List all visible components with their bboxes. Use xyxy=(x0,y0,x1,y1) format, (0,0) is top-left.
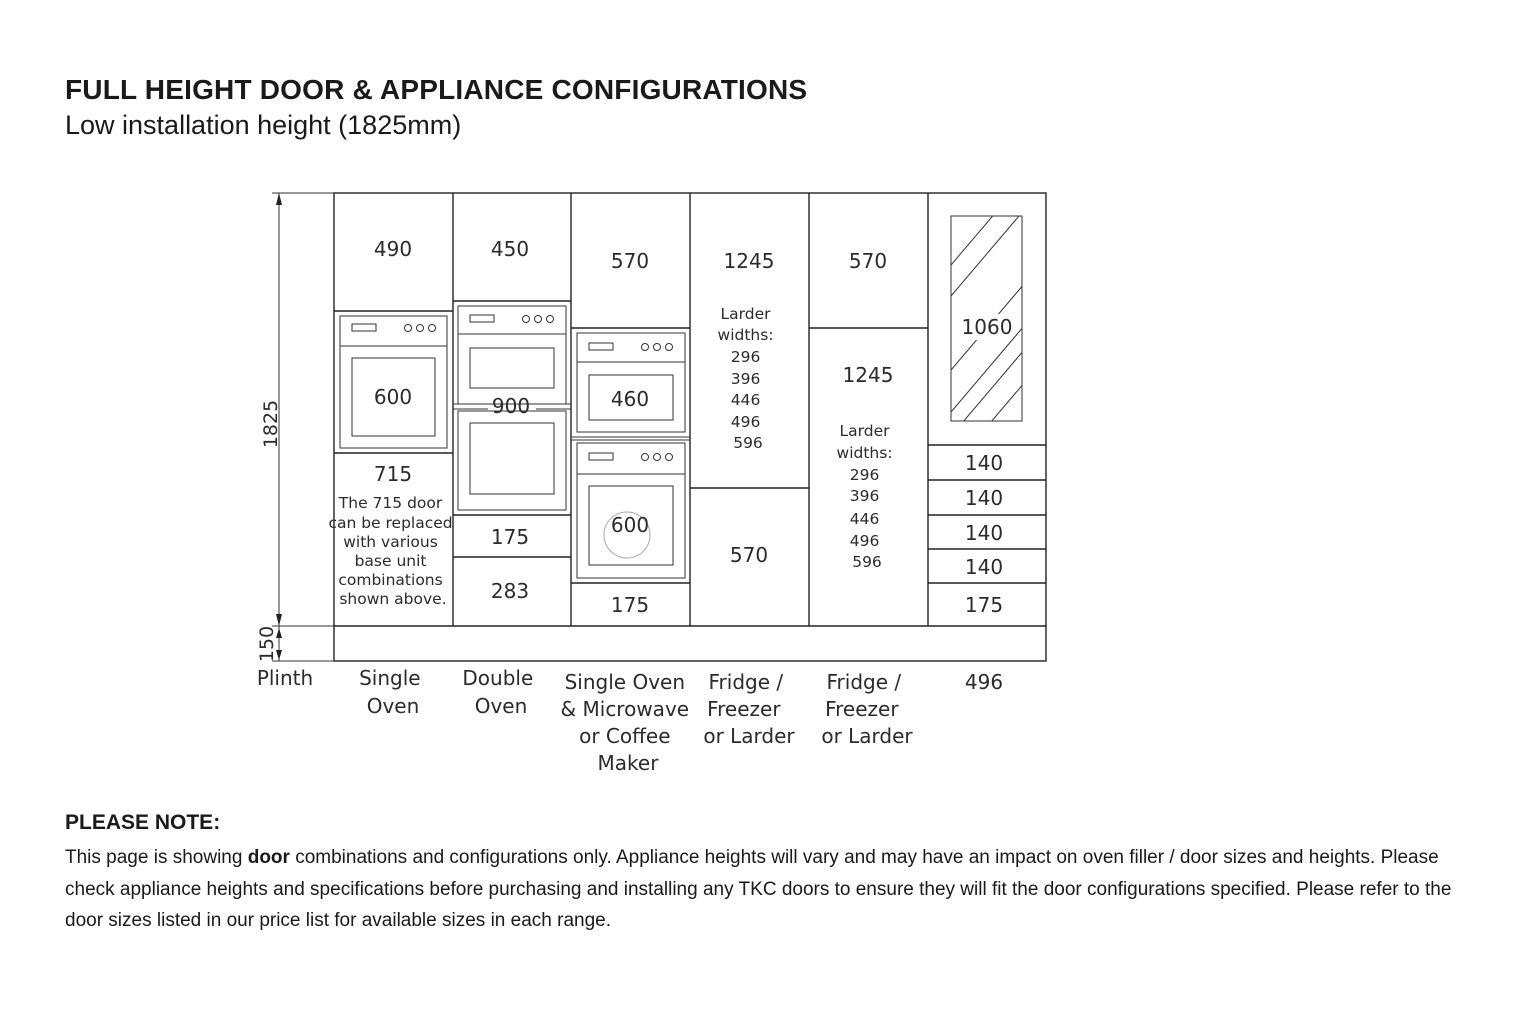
microwave-label: Single Oven & Microwave or Coffee Maker xyxy=(561,670,696,775)
column-single-oven-microwave xyxy=(571,327,690,584)
fridge2-larder-widths: Larder widths: 296 396 446 496 596 xyxy=(837,422,898,571)
fridge2-label: Fridge / Freezer or Larder xyxy=(821,670,913,748)
column-single-oven xyxy=(334,310,453,454)
glass-door-size: 1060 xyxy=(962,315,1013,339)
fridge1-label: Fridge / Freezer or Larder xyxy=(703,670,795,748)
single-oven-oven-size: 600 xyxy=(374,385,412,409)
column-496 xyxy=(928,215,1046,584)
single-oven-label: Single Oven xyxy=(359,666,427,718)
single-oven-top-size: 490 xyxy=(374,237,412,261)
microwave-oven-size: 600 xyxy=(611,513,649,537)
column-double-oven xyxy=(453,300,571,558)
note-text-start: This page is showing xyxy=(65,847,248,868)
microwave-size: 460 xyxy=(611,387,649,411)
microwave-bottom-size: 175 xyxy=(611,593,649,617)
page-title: FULL HEIGHT DOOR & APPLIANCE CONFIGURATI… xyxy=(65,74,808,105)
double-oven-top-size: 450 xyxy=(491,237,529,261)
note-text-bold: door xyxy=(247,847,290,868)
note-text-end: combinations and configurations only. Ap… xyxy=(65,847,1452,931)
drawer-size-1: 140 xyxy=(965,451,1003,475)
note-body: This page is showing door combinations a… xyxy=(65,842,1465,937)
double-oven-bottom-size: 283 xyxy=(491,579,529,603)
glass-hatching xyxy=(951,216,1022,421)
page-subtitle: Low installation height (1825mm) xyxy=(65,110,462,140)
fridge1-bottom-size: 570 xyxy=(730,543,768,567)
drawer-size-2: 140 xyxy=(965,486,1003,510)
fridge1-top-size: 1245 xyxy=(724,249,775,273)
microwave-top-size: 570 xyxy=(611,249,649,273)
drawer-size-3: 140 xyxy=(965,521,1003,545)
col-496-label: 496 xyxy=(965,670,1003,694)
double-oven-label: Double Oven xyxy=(462,666,539,718)
fridge2-mid-size: 1245 xyxy=(843,363,894,387)
height-dimension-label: 1825 xyxy=(260,400,282,448)
drawer-size-4: 140 xyxy=(965,555,1003,579)
note-heading: PLEASE NOTE: xyxy=(65,811,221,834)
double-oven-oven-size: 900 xyxy=(492,394,530,418)
drawer-size-5: 175 xyxy=(965,593,1003,617)
plinth-label: Plinth xyxy=(257,666,313,690)
fridge2-top-size: 570 xyxy=(849,249,887,273)
plinth-dimension-label: 150 xyxy=(256,626,278,662)
single-oven-base-note: The 715 door can be replaced with variou… xyxy=(328,494,457,608)
double-oven-mid-size: 175 xyxy=(491,525,529,549)
dimension-lines xyxy=(272,192,334,662)
single-oven-base-size: 715 xyxy=(374,462,412,486)
fridge1-larder-widths: Larder widths: 296 396 446 496 596 xyxy=(718,305,779,452)
